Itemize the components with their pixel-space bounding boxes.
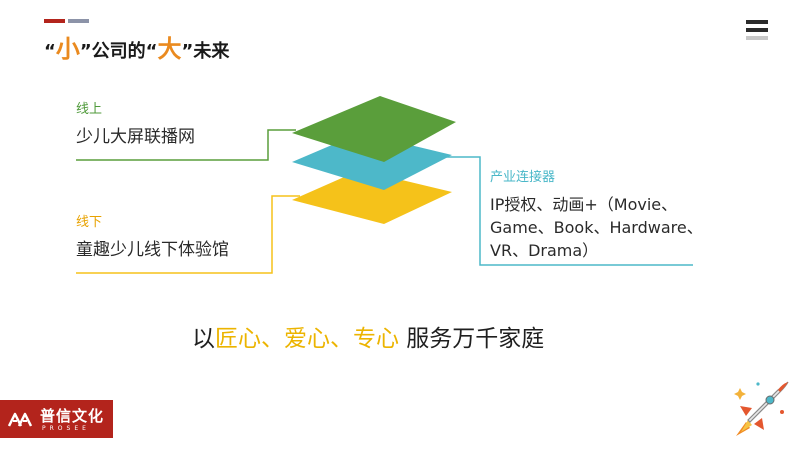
page-title: “小”公司的“大”未来 bbox=[44, 34, 229, 64]
slogan-highlight-1: 匠心 bbox=[215, 326, 261, 352]
layer-blue bbox=[292, 133, 452, 190]
title-quote-open: “ bbox=[44, 41, 56, 62]
logo-mark-icon bbox=[8, 412, 33, 427]
title-big-char: 大 bbox=[157, 35, 182, 63]
title-small-char: 小 bbox=[55, 35, 80, 63]
slogan-highlight-2: 爱心 bbox=[284, 326, 330, 352]
slogan-suffix: 服务万千家庭 bbox=[399, 326, 545, 352]
title-middle: ”公司的“ bbox=[79, 41, 158, 62]
title-end: ”未来 bbox=[181, 41, 230, 62]
logo-text-en: PROSEE bbox=[42, 425, 90, 432]
online-text: 少儿大屏联播网 bbox=[76, 127, 195, 147]
decor-bar-gray bbox=[68, 19, 89, 23]
offline-connector-line bbox=[76, 195, 300, 274]
online-tag: 线上 bbox=[76, 102, 103, 117]
decor-bar-red bbox=[44, 19, 65, 23]
rocket-icon bbox=[734, 381, 789, 436]
slogan-sep-1: 、 bbox=[261, 326, 284, 352]
connector-tag: 产业连接器 bbox=[490, 170, 556, 185]
connector-line-blue bbox=[446, 156, 693, 266]
connector-text: IP授权、动画+（Movie、Game、Book、Hardware、VR、Dra… bbox=[490, 195, 703, 260]
hamburger-line bbox=[746, 36, 768, 40]
logo-text-cn: 普信文化 bbox=[40, 407, 105, 425]
offline-text: 童趣少儿线下体验馆 bbox=[76, 240, 229, 260]
company-logo: 普信文化 PROSEE bbox=[0, 400, 113, 438]
layer-green bbox=[292, 96, 456, 162]
slogan-prefix: 以 bbox=[192, 326, 215, 352]
slogan-highlight-3: 专心 bbox=[353, 326, 399, 352]
hamburger-line bbox=[746, 28, 768, 32]
slogan-sep-2: 、 bbox=[330, 326, 353, 352]
slogan: 以匠心、爱心、专心 服务万千家庭 bbox=[192, 322, 544, 356]
hamburger-icon[interactable] bbox=[746, 20, 768, 40]
hamburger-line bbox=[746, 20, 768, 24]
offline-tag: 线下 bbox=[76, 215, 103, 230]
layer-yellow bbox=[292, 170, 452, 224]
online-connector-line bbox=[76, 129, 296, 161]
